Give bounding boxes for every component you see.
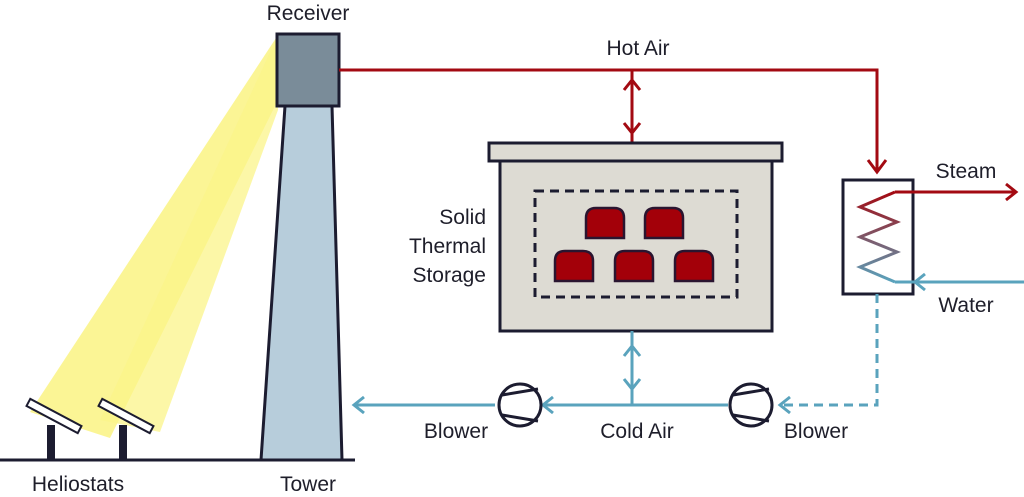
hot-air-label: Hot Air [606, 37, 669, 60]
steam-generator [841, 178, 915, 296]
light-beam-1 [30, 35, 278, 438]
blower-right [728, 382, 774, 428]
hot-air-pipe [339, 68, 888, 175]
heliostats-label: Heliostats [32, 473, 124, 496]
heliostat-2 [97, 397, 155, 460]
water-pipe [895, 272, 1024, 292]
thermal-storage-unit [487, 141, 784, 333]
tower-label: Tower [280, 473, 336, 496]
blower-left [497, 382, 543, 428]
blower-left-label: Blower [424, 420, 488, 443]
receiver-label: Receiver [267, 2, 350, 25]
water-label: Water [938, 294, 993, 317]
light-beam-2 [100, 35, 278, 432]
heliostat-1 [25, 397, 83, 460]
brick [553, 249, 595, 283]
brick [613, 249, 655, 283]
blower-right-label: Blower [784, 420, 848, 443]
storage-label-line1: Solid [439, 206, 486, 229]
cold-air-pipe [351, 294, 879, 415]
receiver [275, 32, 341, 108]
brick [673, 249, 715, 283]
cold-air-label: Cold Air [600, 420, 674, 443]
steam-pipe [895, 182, 1019, 202]
storage-label-line2: Thermal [409, 235, 486, 258]
tower [259, 104, 344, 462]
heat-exchanger-coil [856, 190, 901, 284]
steam-label: Steam [936, 160, 997, 183]
storage-label-line3: Storage [412, 264, 486, 287]
brick [643, 206, 685, 240]
brick [584, 206, 626, 240]
